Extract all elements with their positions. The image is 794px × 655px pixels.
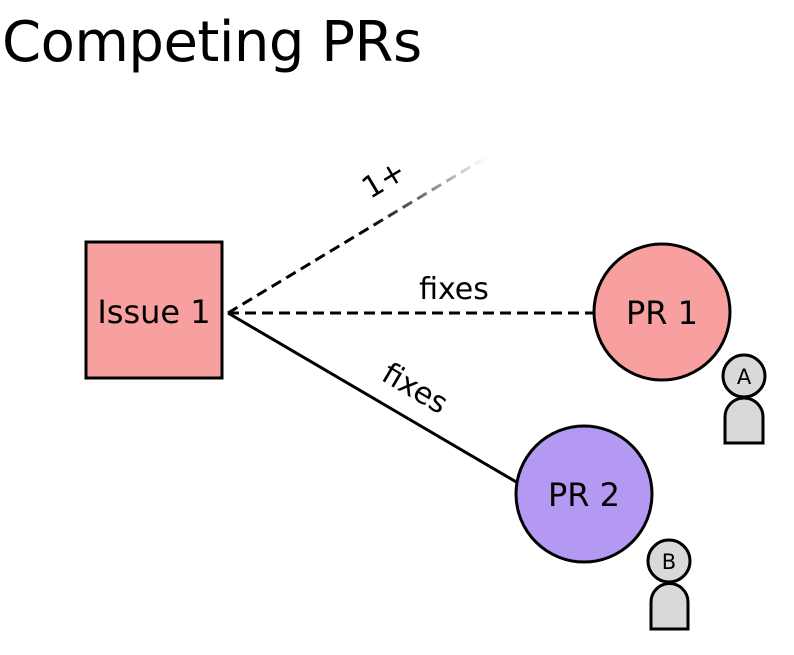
- edge-more-label: 1+: [356, 153, 412, 206]
- user-a-head-icon: [721, 353, 767, 399]
- pr2-node: PR 2: [514, 424, 654, 564]
- pr2-node-label: PR 2: [548, 476, 620, 514]
- page-title: Competing PRs: [2, 10, 422, 75]
- pr1-node-circle: [592, 242, 732, 382]
- user-a-avatar: A: [721, 353, 767, 445]
- issue-node-label: Issue 1: [97, 293, 210, 331]
- issue-node-box: [84, 240, 224, 380]
- user-b-letter: B: [662, 550, 676, 574]
- pr1-node: PR 1: [592, 242, 732, 382]
- pr2-node-circle: [514, 424, 654, 564]
- edge-issue-pr2-line: [227, 311, 519, 485]
- issue-node: Issue 1: [84, 240, 224, 380]
- user-a-body-icon: [723, 396, 765, 445]
- edge-issue-pr2-label: fixes: [376, 356, 454, 422]
- user-b-avatar: B: [646, 538, 692, 631]
- user-a-letter: A: [737, 365, 752, 389]
- user-b-body-icon: [649, 582, 690, 631]
- edge-issue-pr1-label: fixes: [419, 272, 489, 307]
- user-b-head-icon: [646, 538, 692, 584]
- pr1-node-label: PR 1: [626, 294, 698, 332]
